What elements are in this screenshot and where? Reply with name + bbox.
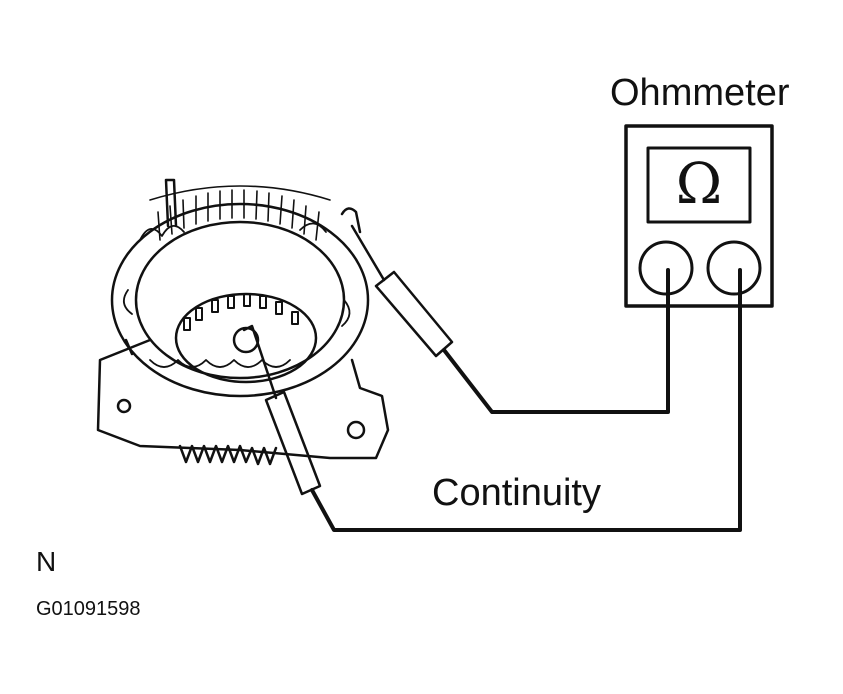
probe-tip-hook	[340, 207, 362, 234]
stator-outer-ring	[110, 202, 370, 398]
view-letter-label: N	[36, 546, 57, 577]
stator-core-laminations	[149, 185, 331, 241]
probe-lead-wire	[310, 268, 742, 532]
test-probe-rotor	[242, 268, 742, 532]
ohmmeter-terminal-right	[706, 240, 762, 296]
alternator-bracket	[96, 338, 390, 460]
probe-lead-wire	[442, 268, 670, 414]
rectifier-slots	[183, 293, 299, 331]
ohmmeter-body	[624, 124, 774, 308]
continuity-label: Continuity	[432, 472, 601, 514]
alternator	[96, 178, 390, 466]
stator-inner-ring	[134, 220, 346, 380]
ohmmeter-label: Ohmmeter	[610, 72, 790, 114]
ohmmeter-terminal-left	[638, 240, 694, 296]
alternator-fan-fins	[178, 444, 278, 466]
probe-handle	[374, 270, 454, 358]
probe-shaft	[350, 224, 386, 282]
probe-handle	[264, 390, 322, 496]
test-probe-stator-lead	[340, 207, 670, 414]
terminal-stud-top	[164, 178, 178, 228]
ohmmeter-display	[646, 146, 752, 224]
bracket-bolt-hole-left	[116, 398, 132, 414]
figure-code-label: G01091598	[36, 598, 141, 620]
terminal-stud-left	[124, 338, 134, 356]
bracket-bolt-hole-right	[346, 420, 366, 440]
ohm-symbol-icon: Ω	[675, 152, 723, 217]
probe-tip	[242, 324, 278, 400]
ohmmeter	[624, 124, 774, 308]
